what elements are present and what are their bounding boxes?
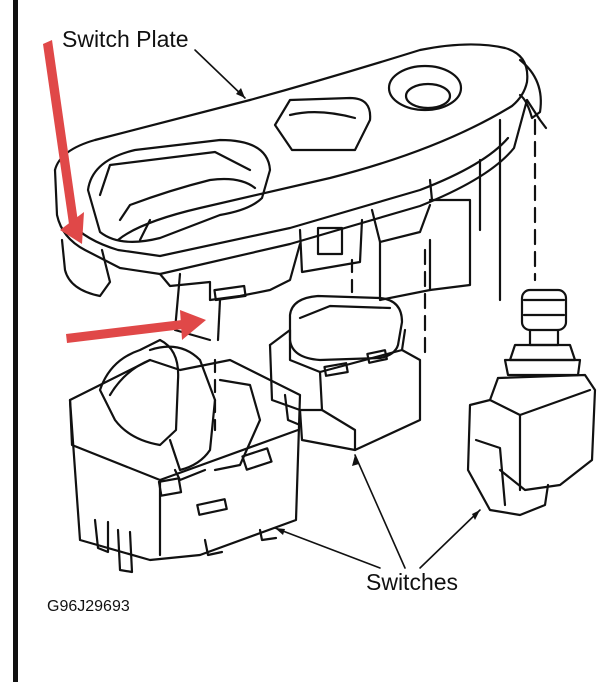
leader-lines bbox=[194, 49, 481, 569]
switches-label: Switches bbox=[366, 569, 459, 595]
switch-plate-label: Switch Plate bbox=[62, 26, 189, 52]
switch-plate-drawing bbox=[53, 43, 548, 432]
figure-code-label: G96J29693 bbox=[47, 598, 130, 615]
push-switch-drawing bbox=[268, 294, 422, 452]
rocker-switch-drawing bbox=[68, 338, 302, 574]
plunger-switch-drawing bbox=[466, 288, 597, 517]
red-callout-arrows bbox=[43, 40, 206, 343]
leader-arrowheads bbox=[236, 88, 480, 535]
left-border bbox=[13, 0, 18, 682]
